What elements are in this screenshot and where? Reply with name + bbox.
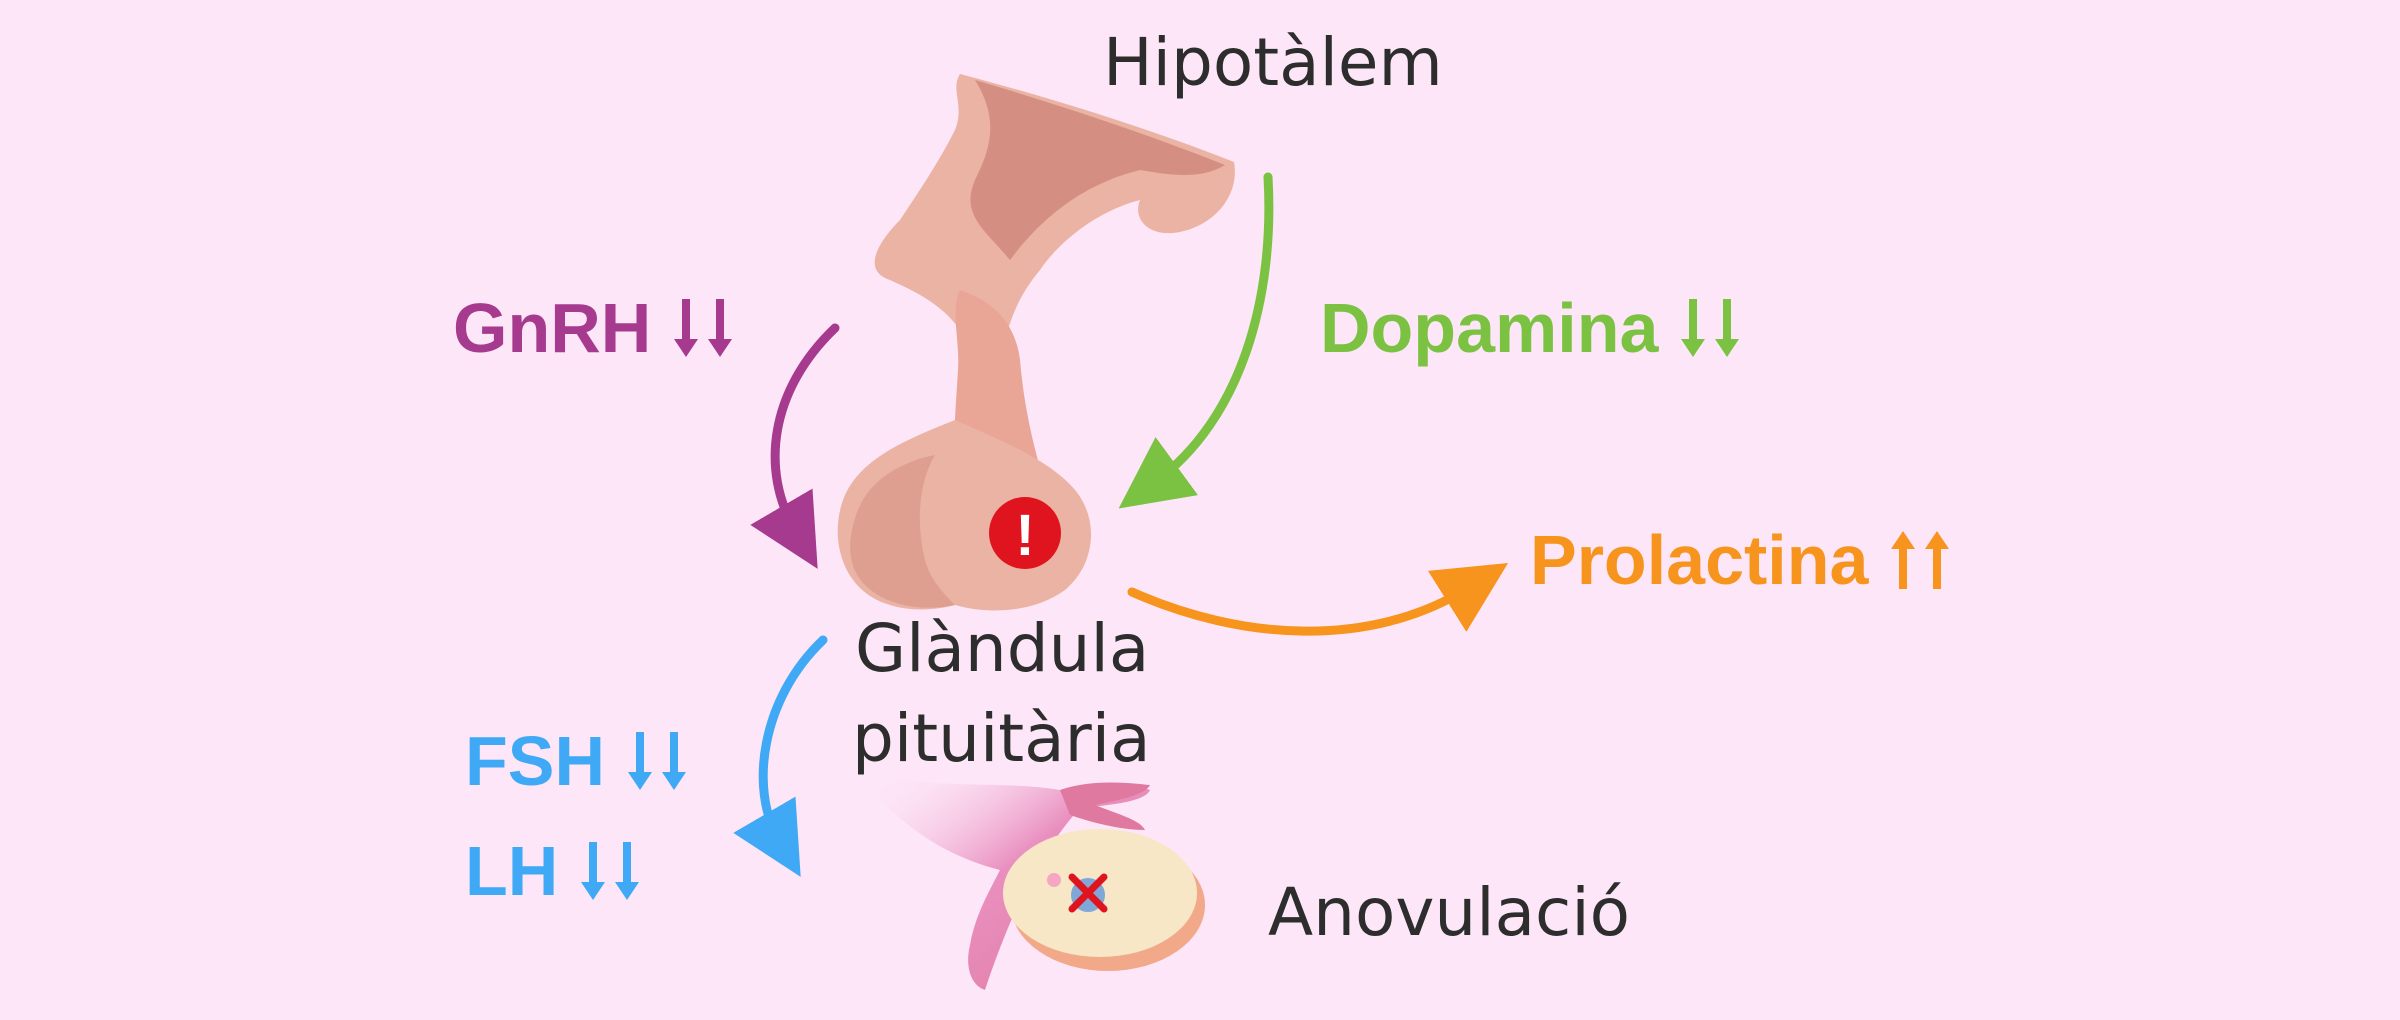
fsh-trend-icon: [627, 730, 687, 792]
arrow-down-icon: [662, 732, 686, 790]
arrow-down-icon: [615, 842, 640, 900]
fsh-name: FSH: [465, 722, 605, 800]
small-cell-icon: [1047, 873, 1061, 887]
gnrh-trend-icon: [673, 297, 733, 359]
arrow-down-icon: [1715, 299, 1740, 357]
arrow-down-icon: [674, 299, 699, 357]
prolactin-trend-icon: [1890, 529, 1950, 591]
anovulation-label: Anovulació: [1268, 874, 1631, 951]
fsh-lh-arrow: [733, 635, 828, 877]
arrow-down-icon: [581, 842, 606, 900]
gnrh-arrow: [750, 323, 840, 569]
arrow-up-icon: [1925, 531, 1950, 589]
alert-glyph: !: [1015, 503, 1034, 568]
lh-trend-icon: [580, 840, 640, 902]
pituitary-lobe-shade: [850, 455, 955, 608]
gnrh-name: GnRH: [453, 289, 652, 367]
arrow-down-icon: [1681, 299, 1706, 357]
pituitary-label-line2: pituitària: [852, 700, 1151, 777]
tube-fimbria: [1060, 782, 1150, 830]
hypothalamus-fold: [970, 80, 1225, 260]
lh-label: LH: [465, 836, 640, 906]
gnrh-label: GnRH: [453, 293, 733, 363]
dopamine-label: Dopamina: [1320, 293, 1740, 363]
dopamine-arrow: [1118, 172, 1274, 509]
ovary-illustration: [880, 775, 1205, 990]
pituitary-illustration: !: [837, 74, 1235, 611]
arrow-up-icon: [1891, 531, 1916, 589]
dopamine-trend-icon: [1680, 297, 1740, 359]
fsh-label: FSH: [465, 726, 687, 796]
hypothalamus-label: Hipotàlem: [1103, 24, 1443, 101]
pituitary-label-line1: Glàndula: [855, 610, 1150, 687]
cross-icon: [1068, 873, 1108, 913]
prolactin-label: Prolactina: [1530, 525, 1950, 595]
arrow-down-icon: [628, 732, 652, 790]
dopamine-name: Dopamina: [1320, 289, 1659, 367]
prolactin-arrow: [1127, 563, 1509, 636]
prolactin-name: Prolactina: [1530, 521, 1869, 599]
arrow-down-icon: [708, 299, 733, 357]
lh-name: LH: [465, 832, 559, 910]
alert-icon: [989, 497, 1061, 569]
